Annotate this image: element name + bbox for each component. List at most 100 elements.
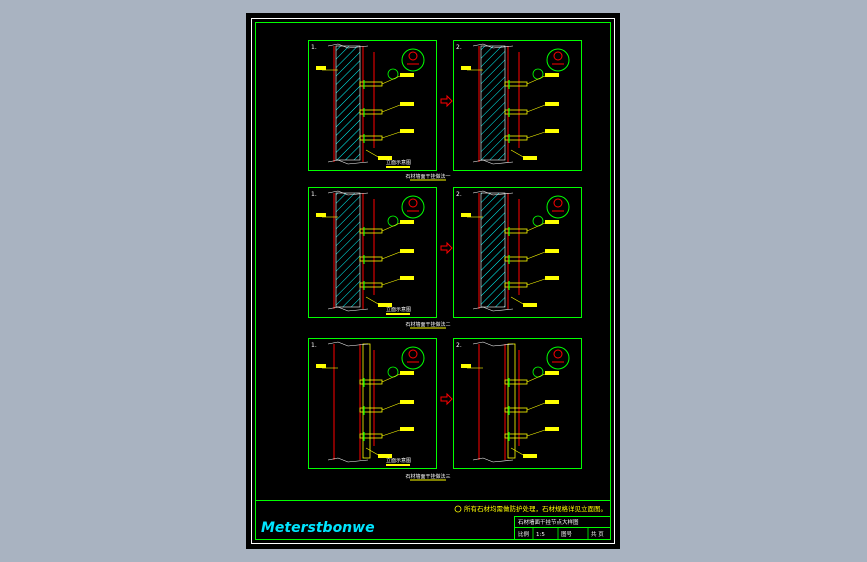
detail-bubble	[401, 48, 425, 72]
leader-line	[510, 149, 526, 159]
leader-line	[526, 278, 546, 286]
view-subcaption: 立面示意图	[386, 306, 411, 313]
concrete-wall	[480, 192, 506, 308]
callout-block	[378, 156, 392, 160]
break-line-bottom	[472, 159, 514, 165]
callout-block	[400, 400, 414, 404]
leader-line	[526, 251, 546, 260]
detail-bubble	[546, 195, 570, 219]
note-bullet	[454, 505, 462, 513]
detail-frame	[453, 187, 582, 318]
callout-block	[545, 129, 559, 133]
break-line-bottom	[327, 457, 369, 463]
detail-bubble-mark	[553, 51, 563, 61]
title-note: 所有石材均需做防护处理，石材规格详见立面图。	[464, 504, 607, 513]
leader-line	[365, 296, 381, 306]
callout-block	[545, 276, 559, 280]
transition-arrow	[440, 241, 453, 255]
detail-frame	[453, 40, 582, 171]
callout-block	[545, 73, 559, 77]
view-caption: 石材墙面干挂做法二	[405, 321, 450, 328]
detail-bubble-mark	[408, 51, 418, 61]
detail-number: 1.	[311, 44, 317, 51]
view-caption: 石材墙面干挂做法一	[405, 173, 450, 180]
detail-bubble	[401, 195, 425, 219]
callout-block	[523, 454, 537, 458]
view-subcaption: 立面示意图	[386, 457, 411, 464]
leader-line	[381, 251, 401, 260]
callout-block	[545, 427, 559, 431]
detail-number: 1.	[311, 191, 317, 198]
leader-line	[526, 104, 546, 113]
concrete-wall	[335, 192, 361, 308]
callout-block	[545, 220, 559, 224]
detail-3-right: 2.	[453, 338, 582, 469]
subcaption-underline	[386, 464, 410, 466]
subcaption-underline	[386, 166, 410, 168]
leader-line	[365, 149, 381, 159]
callout-block	[400, 220, 414, 224]
leader-line	[365, 447, 381, 457]
concrete-wall	[335, 45, 361, 161]
callout-block	[523, 156, 537, 160]
callout-block	[545, 249, 559, 253]
detail-1-right: 2.	[453, 40, 582, 171]
leader-line	[381, 104, 401, 113]
leader-line	[510, 296, 526, 306]
break-line-bottom	[472, 457, 514, 463]
callout-block	[400, 73, 414, 77]
leader-line	[526, 222, 546, 232]
title-cell: 共 页	[591, 530, 604, 538]
callout-block	[378, 303, 392, 307]
callout-block	[545, 371, 559, 375]
detail-number: 1.	[311, 342, 317, 349]
callout-block	[316, 364, 326, 368]
leader-line	[526, 402, 546, 411]
callout-block	[400, 371, 414, 375]
callout-block	[400, 249, 414, 253]
callout-block	[523, 303, 537, 307]
detail-number: 2.	[456, 44, 462, 51]
callout-block	[461, 213, 471, 217]
callout-block	[378, 454, 392, 458]
break-line-bottom	[327, 159, 369, 165]
detail-bubble-mark	[553, 349, 563, 359]
leader-line	[381, 75, 401, 85]
detail-frame	[453, 338, 582, 469]
break-line-top	[327, 341, 369, 347]
callout-block	[400, 276, 414, 280]
drawing-border	[255, 22, 611, 540]
detail-bubble-mark	[408, 349, 418, 359]
callout-block	[400, 129, 414, 133]
detail-bubble-mark	[408, 198, 418, 208]
detail-2-left: 1.	[308, 187, 437, 318]
leader-line	[526, 75, 546, 85]
detail-bubble	[546, 48, 570, 72]
callout-block	[400, 102, 414, 106]
outer-frame	[251, 18, 615, 544]
drawing-canvas: 1.2.立面示意图石材墙面干挂做法一1.2.立面示意图石材墙面干挂做法二1.2.…	[251, 18, 615, 544]
callout-block	[400, 427, 414, 431]
detail-bubble-mark	[553, 198, 563, 208]
subcaption-underline	[386, 313, 410, 315]
title-cell: 图号	[561, 530, 573, 538]
callout-block	[545, 400, 559, 404]
detail-number: 2.	[456, 342, 462, 349]
title-cell: 比例	[518, 530, 530, 538]
leader-line	[381, 402, 401, 411]
detail-frame	[308, 187, 437, 318]
break-line-bottom	[327, 306, 369, 312]
detail-frame	[308, 338, 437, 469]
detail-2-right: 2.	[453, 187, 582, 318]
detail-1-left: 1.	[308, 40, 437, 171]
break-line-top	[327, 190, 369, 196]
transition-arrow	[440, 94, 453, 108]
title-cell: 1:5	[536, 532, 545, 538]
view-subcaption: 立面示意图	[386, 159, 411, 166]
callout-block	[545, 102, 559, 106]
leader-line	[526, 373, 546, 383]
view-caption: 石材墙面干挂做法三	[405, 473, 450, 480]
detail-frame	[308, 40, 437, 171]
